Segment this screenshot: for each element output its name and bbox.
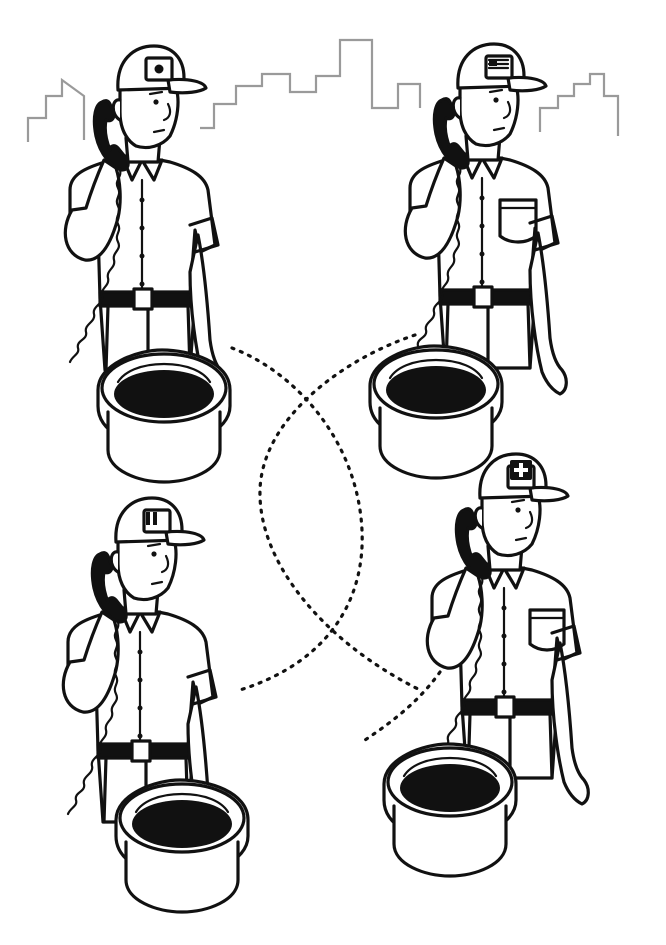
cap-badge-bottom-left bbox=[146, 512, 157, 525]
worker-top-right bbox=[403, 42, 568, 396]
manhole-pipe-top-left bbox=[96, 348, 232, 484]
us-flag-icon bbox=[487, 58, 510, 70]
cap-badge-bottom-right bbox=[510, 460, 532, 480]
shirt-pocket-bottom-right bbox=[528, 608, 566, 652]
cap-badge-top-left bbox=[154, 64, 164, 74]
cap-badge-top-right bbox=[487, 58, 510, 70]
manhole-pipe-bottom-right bbox=[382, 742, 518, 878]
japan-flag-icon bbox=[154, 64, 164, 74]
manhole-pipe-bottom-left bbox=[114, 778, 250, 914]
manhole-pipe-top-right bbox=[368, 344, 504, 480]
pause-symbol-icon bbox=[146, 512, 157, 525]
cross-symbol-icon bbox=[510, 460, 532, 480]
shirt-pocket-top-right bbox=[498, 198, 538, 244]
skyline-background bbox=[26, 38, 620, 142]
worker-top-left bbox=[63, 44, 228, 398]
dotted-connection-lines bbox=[230, 333, 442, 742]
